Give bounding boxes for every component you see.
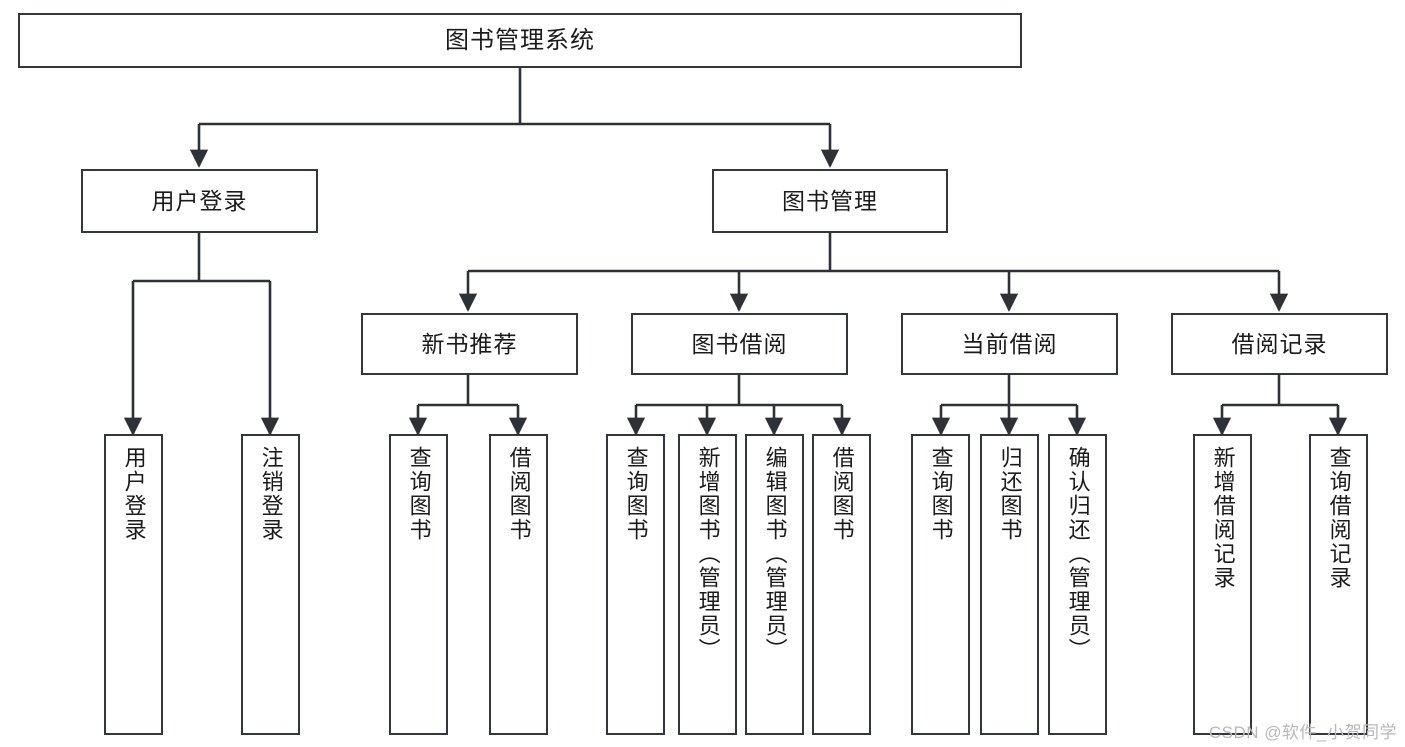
node-user-login-label: 用户登录 [151,187,248,214]
node-leaf-borrow-query-book[interactable]: 查询图书 [606,434,665,735]
node-user-login[interactable]: 用户登录 [81,169,318,233]
node-current-borrow[interactable]: 当前借阅 [901,313,1118,375]
node-book-management[interactable]: 图书管理 [712,169,948,233]
node-leaf-record-query[interactable]: 查询借阅记录 [1309,434,1368,735]
node-leaf-borrow-query-book-label: 查询图书 [623,446,649,542]
node-leaf-borrow-add-book-admin[interactable]: 新增图书（管理员） [678,434,737,735]
node-leaf-user-login-signin-label: 用户登录 [121,446,147,542]
node-leaf-record-add-label: 新增借阅记录 [1210,446,1236,590]
node-leaf-borrow-borrow-book-label: 借阅图书 [829,446,855,542]
node-borrow-record[interactable]: 借阅记录 [1171,313,1388,375]
node-root-system-label: 图书管理系统 [445,26,595,54]
node-book-borrow-label: 图书借阅 [691,330,788,357]
node-leaf-current-return-book-label: 归还图书 [997,446,1023,542]
node-leaf-user-login-signin[interactable]: 用户登录 [104,434,163,735]
node-leaf-current-return-book[interactable]: 归还图书 [980,434,1039,735]
node-leaf-borrow-borrow-book[interactable]: 借阅图书 [812,434,871,735]
node-leaf-new-book-borrow-label: 借阅图书 [506,446,532,542]
node-leaf-new-book-query[interactable]: 查询图书 [389,434,448,735]
node-leaf-user-login-signout[interactable]: 注销登录 [241,434,300,735]
node-current-borrow-label: 当前借阅 [961,330,1058,357]
node-leaf-current-query-book-label: 查询图书 [928,446,954,542]
node-leaf-borrow-edit-book-admin[interactable]: 编辑图书（管理员） [745,434,804,735]
node-new-book-recommend[interactable]: 新书推荐 [361,313,578,375]
node-book-management-label: 图书管理 [782,187,878,214]
csdn-watermark: CSDN @软件_小贺同学 [1208,723,1397,742]
node-new-book-recommend-label: 新书推荐 [421,330,518,357]
node-leaf-current-query-book[interactable]: 查询图书 [911,434,970,735]
node-leaf-new-book-query-label: 查询图书 [406,446,432,542]
node-leaf-record-query-label: 查询借阅记录 [1326,446,1352,590]
node-book-borrow[interactable]: 图书借阅 [631,313,848,375]
node-root-system[interactable]: 图书管理系统 [18,13,1022,68]
node-leaf-record-add[interactable]: 新增借阅记录 [1193,434,1252,735]
node-borrow-record-label: 借阅记录 [1231,330,1328,357]
node-leaf-current-confirm-return-admin[interactable]: 确认归还（管理员） [1048,434,1107,735]
node-leaf-borrow-add-book-admin-label: 新增图书（管理员） [695,446,721,662]
node-leaf-borrow-edit-book-admin-label: 编辑图书（管理员） [762,446,788,662]
node-leaf-new-book-borrow[interactable]: 借阅图书 [489,434,548,735]
node-leaf-current-confirm-return-admin-label: 确认归还（管理员） [1065,446,1091,662]
node-leaf-user-login-signout-label: 注销登录 [258,446,284,542]
